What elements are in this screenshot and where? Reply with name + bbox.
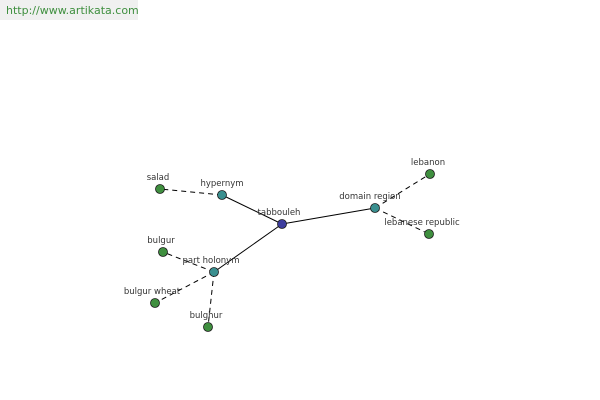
node-hypernym[interactable]	[217, 190, 227, 200]
edge-part-holonym-bulghur	[207, 271, 215, 328]
node-tabbouleh[interactable]	[277, 219, 287, 229]
edge-tabbouleh-domain-region	[281, 207, 376, 225]
site-url-link[interactable]: http://www.artikata.com	[6, 4, 139, 17]
edge-part-holonym-bulgur-wheat	[154, 271, 215, 304]
edge-domain-region-lebanon	[374, 173, 431, 209]
node-part-holonym[interactable]	[209, 267, 219, 277]
edge-domain-region-lebanese-republic	[374, 207, 430, 235]
graph-labels: tabbouleh hypernym part holonym domain regi…	[124, 158, 460, 321]
node-bulgur[interactable]	[158, 247, 168, 257]
node-label-bulgur: bulgur	[147, 236, 175, 246]
node-lebanese-republic[interactable]	[424, 229, 434, 239]
node-label-hypernym: hypernym	[200, 179, 243, 189]
graph-edges	[154, 173, 431, 328]
node-bulghur[interactable]	[203, 322, 213, 332]
node-label-bulghur: bulghur	[190, 311, 223, 321]
node-label-lebanon: lebanon	[411, 158, 445, 168]
graph-nodes	[150, 169, 435, 332]
node-label-salad: salad	[147, 173, 170, 183]
node-label-lebanese-republic: lebanese republic	[384, 218, 460, 228]
node-label-bulgur-wheat: bulgur wheat	[124, 287, 181, 297]
node-domain-region[interactable]	[370, 203, 380, 213]
node-lebanon[interactable]	[425, 169, 435, 179]
node-label-domain-region: domain region	[339, 192, 400, 202]
node-bulgur-wheat[interactable]	[150, 298, 160, 308]
node-salad[interactable]	[155, 184, 165, 194]
node-label-tabbouleh: tabbouleh	[258, 208, 301, 218]
edge-tabbouleh-hypernym	[221, 194, 283, 225]
edge-hypernym-salad	[159, 188, 223, 196]
node-label-part-holonym: part holonym	[183, 256, 240, 266]
url-banner: http://www.artikata.com	[0, 0, 139, 20]
edge-part-holonym-bulgur	[162, 251, 215, 273]
edge-tabbouleh-part-holonym	[213, 223, 283, 273]
